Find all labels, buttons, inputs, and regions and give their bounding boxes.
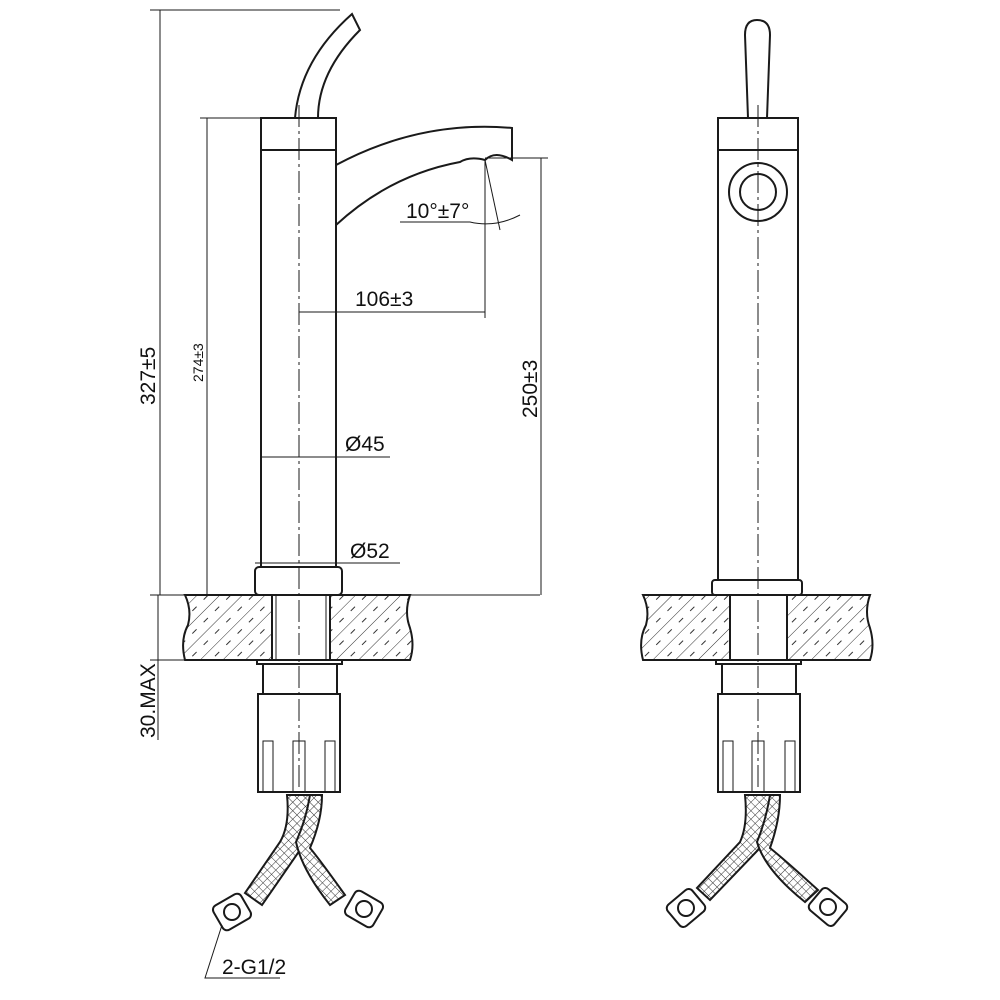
supply-hose-right-front	[755, 794, 820, 904]
hose-connection-label: 2-G1/2	[222, 956, 286, 979]
handle-lever	[293, 12, 362, 119]
countertop-left-section	[182, 594, 273, 661]
mounting-nut-upper-front	[721, 663, 797, 695]
counter-thickness-label: 30.MAX	[137, 663, 160, 738]
spout	[335, 125, 513, 228]
supply-hose-right	[294, 794, 347, 907]
base-ring-front	[711, 579, 803, 596]
dimensions: 327±5 274±3 250±3 106±3 10°±7° Ø45 Ø52 3…	[137, 9, 548, 979]
side-view	[182, 12, 513, 932]
hose-fitting-right	[343, 889, 385, 929]
countertop-left-section-front	[640, 594, 731, 661]
mounting-nut-front	[717, 693, 801, 793]
hose-fitting-left-front	[665, 888, 707, 928]
handle-lever-front	[743, 18, 772, 119]
mounting-shank	[271, 594, 331, 661]
spout-angle-label: 10°±7°	[406, 200, 469, 223]
hose-fitting-left	[211, 892, 253, 932]
base-diameter-label: Ø52	[350, 540, 390, 563]
body-diameter-label: Ø45	[345, 433, 385, 456]
countertop-right-section-front	[786, 594, 874, 661]
mounting-nut-upper	[262, 663, 338, 695]
spout-height-label: 250±3	[519, 360, 542, 418]
countertop-right-section	[329, 594, 414, 661]
body-height-label: 274±3	[190, 343, 206, 382]
front-view	[640, 18, 874, 928]
spout-reach-label: 106±3	[355, 288, 413, 311]
total-height-label: 327±5	[137, 347, 160, 405]
hose-fitting-right-front	[807, 887, 849, 927]
